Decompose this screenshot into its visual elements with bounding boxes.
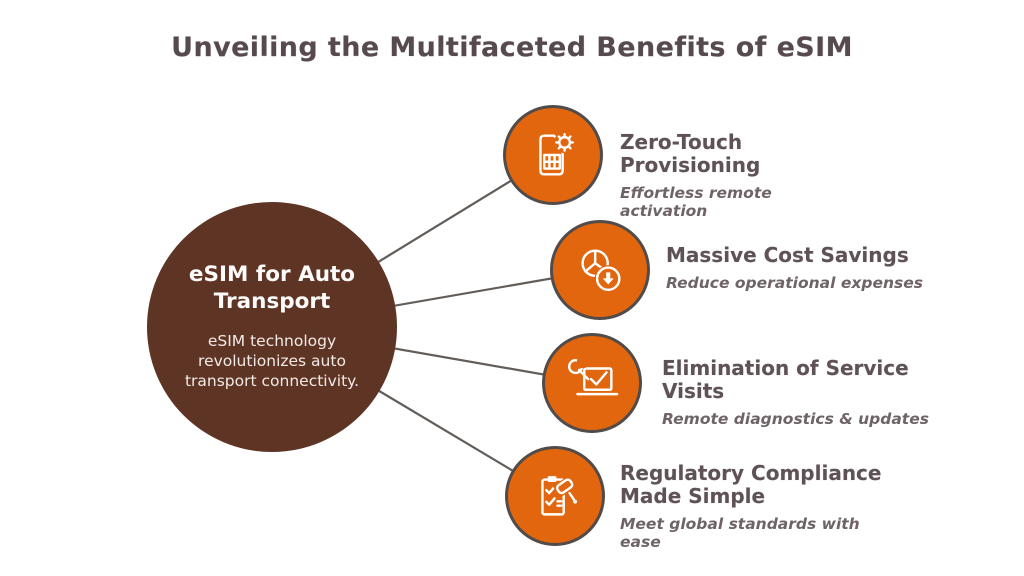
center-circle: eSIM for Auto Transport eSIM technology …	[147, 202, 397, 452]
benefit-label-zero-touch: Zero-Touch Provisioning Effortless remot…	[620, 130, 840, 221]
benefit-subtitle: Meet global standards with ease	[620, 515, 860, 552]
benefit-title: Regulatory Compliance Made Simple	[620, 461, 882, 509]
benefit-node-service-visits	[542, 333, 642, 433]
pie-chart-decrease-icon	[581, 249, 622, 293]
benefit-node-cost-savings	[550, 220, 650, 320]
center-description: eSIM technology revolutionizes auto tran…	[184, 332, 360, 391]
laptop-wrench-check-icon	[567, 358, 619, 396]
benefit-label-service-visits: Elimination of Service Visits Remote dia…	[662, 356, 952, 429]
benefit-subtitle: Reduce operational expenses	[666, 274, 923, 293]
benefit-subtitle: Remote diagnostics & updates	[662, 410, 929, 429]
sim-card-gear-icon	[539, 131, 576, 176]
center-heading: eSIM for Auto Transport	[188, 262, 356, 315]
benefit-title: Massive Cost Savings	[666, 243, 909, 267]
page-title: Unveiling the Multifaceted Benefits of e…	[171, 32, 853, 63]
benefit-label-cost-savings: Massive Cost Savings Reduce operational …	[666, 243, 936, 293]
benefit-subtitle: Effortless remote activation	[620, 184, 772, 221]
checklist-pen-icon	[541, 475, 578, 516]
benefit-title: Zero-Touch Provisioning	[620, 130, 761, 178]
benefit-node-compliance	[505, 446, 605, 546]
benefit-title: Elimination of Service Visits	[662, 356, 909, 404]
benefit-label-compliance: Regulatory Compliance Made Simple Meet g…	[620, 461, 890, 552]
benefit-node-zero-touch	[503, 105, 603, 205]
